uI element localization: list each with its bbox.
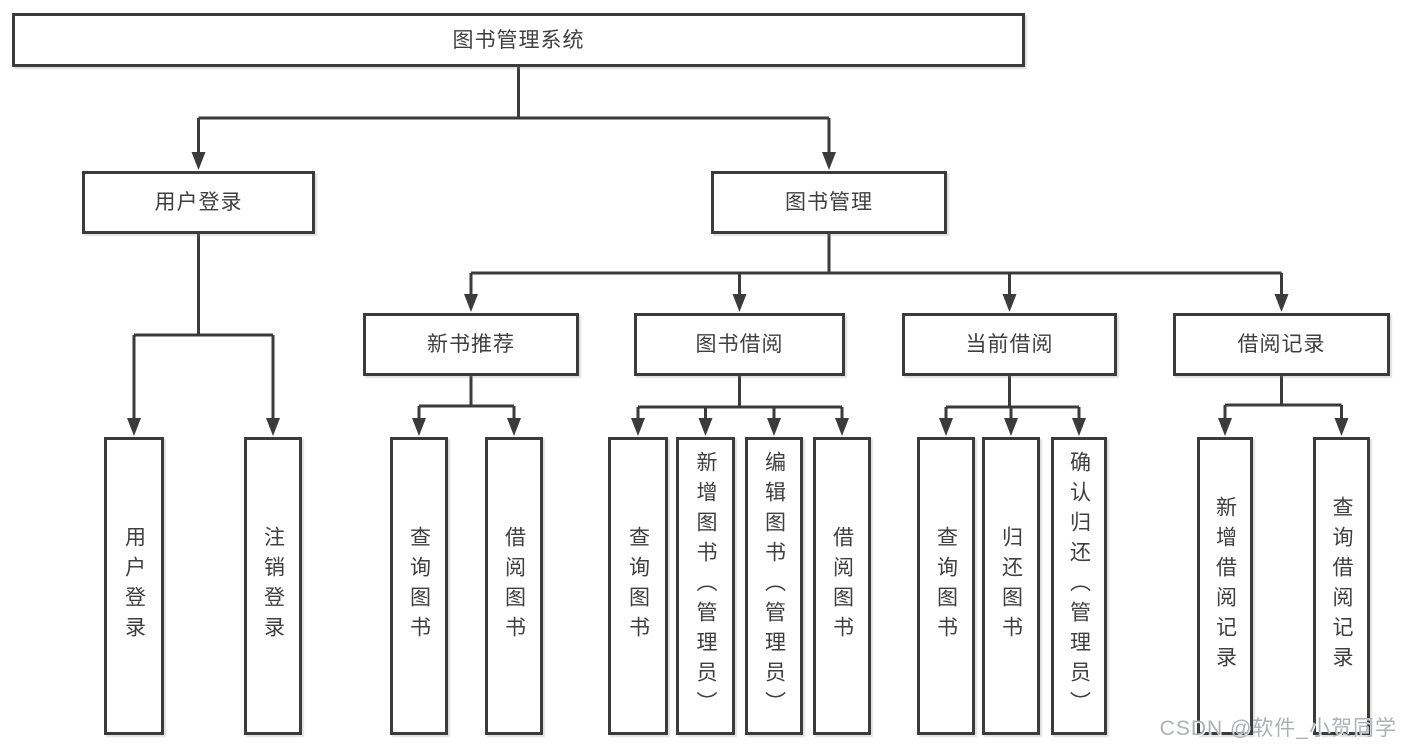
leaf-user-login: 用户登录 (104, 437, 164, 735)
node-borrow-records: 借阅记录 (1173, 313, 1390, 376)
csdn-watermark: CSDN @软件_小贺同学 (1159, 717, 1397, 740)
node-book-borrow-label: 图书借阅 (695, 333, 784, 356)
leaf-add-book-admin-label: 新增图书（管理员） (694, 451, 717, 721)
leaf-query-borrow-record-label: 查询借阅记录 (1330, 496, 1353, 676)
leaf-add-borrow-record: 新增借阅记录 (1197, 437, 1253, 735)
leaf-borrow-books-recommend-label: 借阅图书 (502, 526, 526, 646)
leaf-borrow-books-borrow: 借阅图书 (813, 437, 871, 735)
node-root-label: 图书管理系统 (452, 28, 585, 52)
leaf-confirm-return-admin: 确认归还（管理员） (1051, 437, 1107, 735)
node-current-borrow-label: 当前借阅 (965, 333, 1054, 356)
leaf-query-books-current: 查询图书 (917, 437, 975, 735)
node-user-login: 用户登录 (82, 171, 315, 234)
node-borrow-records-label: 借阅记录 (1237, 333, 1326, 356)
leaf-logout-label: 注销登录 (261, 526, 285, 646)
leaf-edit-book-admin: 编辑图书（管理员） (745, 437, 803, 735)
node-new-book-recommend-label: 新书推荐 (427, 333, 515, 356)
node-current-borrow: 当前借阅 (902, 313, 1117, 376)
leaf-query-books-borrow: 查询图书 (608, 437, 668, 735)
leaf-add-book-admin: 新增图书（管理员） (676, 437, 735, 735)
node-book-management-label: 图书管理 (785, 191, 873, 214)
leaf-query-books-current-label: 查询图书 (934, 526, 958, 646)
node-book-borrow: 图书借阅 (634, 313, 845, 376)
node-new-book-recommend: 新书推荐 (363, 313, 579, 376)
leaf-edit-book-admin-label: 编辑图书（管理员） (762, 451, 786, 721)
leaf-return-book: 归还图书 (982, 437, 1040, 735)
leaf-confirm-return-admin-label: 确认归还（管理员） (1067, 451, 1091, 721)
node-user-login-label: 用户登录 (154, 191, 243, 214)
leaf-query-books-recommend: 查询图书 (390, 437, 448, 735)
node-book-management: 图书管理 (711, 171, 947, 234)
leaf-borrow-books-recommend: 借阅图书 (485, 437, 543, 735)
leaf-query-borrow-record: 查询借阅记录 (1313, 437, 1370, 735)
leaf-query-books-borrow-label: 查询图书 (626, 526, 650, 646)
leaf-borrow-books-borrow-label: 借阅图书 (830, 526, 854, 646)
leaf-return-book-label: 归还图书 (999, 526, 1023, 646)
leaf-query-books-recommend-label: 查询图书 (407, 526, 431, 646)
node-root: 图书管理系统 (12, 13, 1025, 67)
leaf-user-login-label: 用户登录 (122, 526, 146, 646)
leaf-logout: 注销登录 (244, 437, 302, 735)
leaf-add-borrow-record-label: 新增借阅记录 (1213, 496, 1237, 676)
